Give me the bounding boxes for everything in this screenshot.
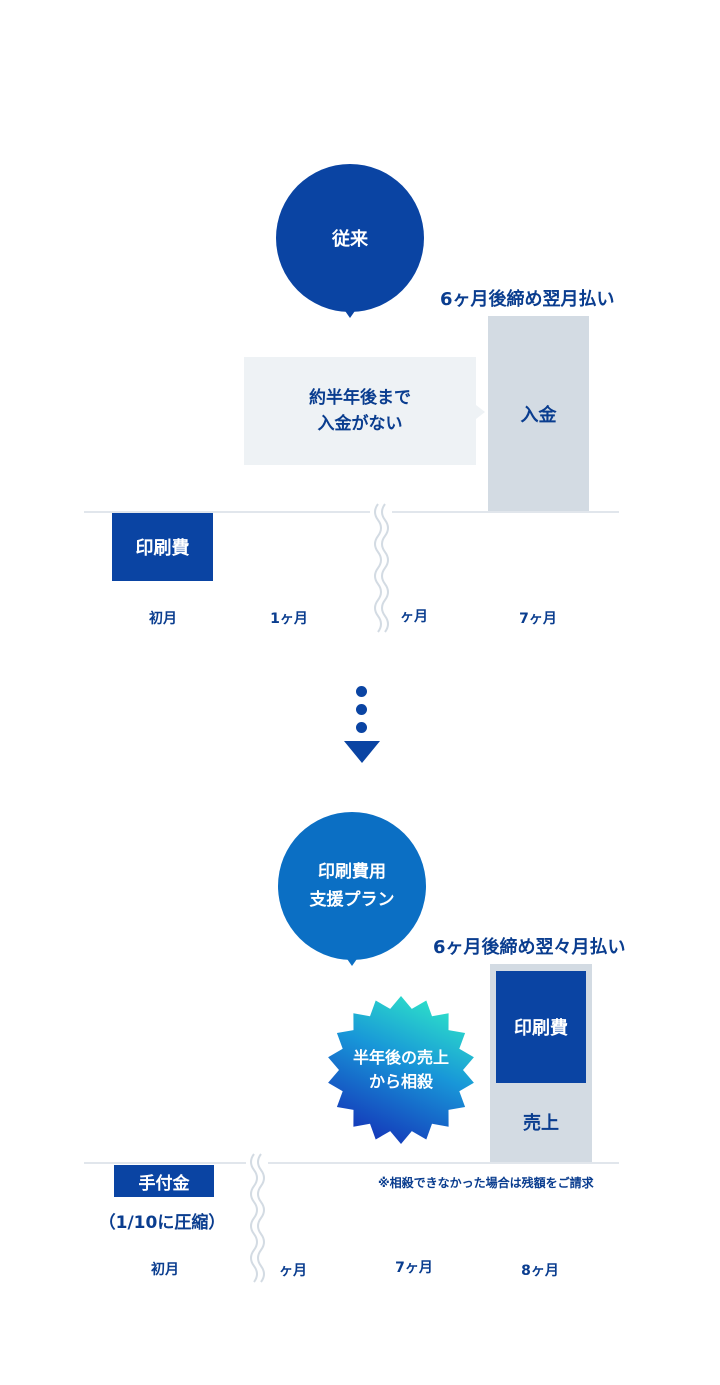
no-income-box: 約半年後まで 入金がない [244, 357, 476, 465]
conventional-badge-tail [343, 308, 357, 318]
conventional-payment-terms: 6ヶ月後締め翌月払い [440, 289, 615, 310]
income-column: 入金 [488, 316, 589, 512]
conventional-badge: 従来 [276, 164, 424, 312]
plan-month-3: 8ヶ月 [521, 1263, 559, 1279]
plan-badge-tail [345, 956, 359, 966]
offset-burst-badge [328, 996, 474, 1144]
down-arrow-icon [344, 741, 380, 763]
conventional-axis-break-icon [370, 500, 392, 636]
deposit-box: 手付金 [114, 1165, 214, 1197]
conventional-month-1: 1ヶ月 [270, 611, 308, 627]
plan-month-2: 7ヶ月 [395, 1260, 433, 1276]
plan-badge-line1: 印刷費用 [318, 861, 386, 882]
plan-payment-terms: 6ヶ月後締め翌々月払い [433, 937, 626, 958]
no-income-arrow [476, 405, 485, 419]
sales-label-text: 売上 [523, 1113, 559, 1134]
sales-label: 売上 [490, 1104, 592, 1140]
conventional-month-0: 初月 [149, 611, 177, 627]
plan-cost-box: 印刷費 [496, 971, 586, 1083]
plan-badge-line2: 支援プラン [309, 890, 395, 910]
deposit-note: （1/10に圧縮） [98, 1213, 226, 1233]
income-label: 入金 [520, 405, 557, 426]
conventional-cost-label: 印刷費 [135, 538, 190, 559]
conventional-cost-box: 印刷費 [112, 513, 213, 581]
offset-line2: から相殺 [368, 1072, 433, 1091]
plan-footnote: ※相殺できなかった場合は残額をご請求 [378, 1176, 594, 1190]
conventional-axis [84, 511, 619, 513]
conventional-badge-label: 従来 [332, 229, 368, 250]
transition-dot [356, 722, 367, 733]
offset-line1: 半年後の売上 [352, 1048, 449, 1067]
plan-axis-break-icon [246, 1150, 268, 1286]
no-income-line1: 約半年後まで [309, 387, 411, 408]
no-income-line2: 入金がない [317, 414, 403, 434]
transition-dot [356, 686, 367, 697]
plan-month-1: ヶ月 [279, 1263, 307, 1279]
transition-dot [356, 704, 367, 715]
plan-axis [84, 1162, 619, 1164]
conventional-month-3: 7ヶ月 [519, 611, 557, 627]
offset-burst-text: 半年後の売上 から相殺 [326, 995, 476, 1145]
plan-badge: 印刷費用 支援プラン [278, 812, 426, 960]
deposit-label: 手付金 [138, 1173, 190, 1194]
conventional-month-2: ヶ月 [400, 609, 428, 625]
plan-cost-label: 印刷費 [514, 1018, 568, 1039]
plan-month-0: 初月 [151, 1262, 179, 1278]
